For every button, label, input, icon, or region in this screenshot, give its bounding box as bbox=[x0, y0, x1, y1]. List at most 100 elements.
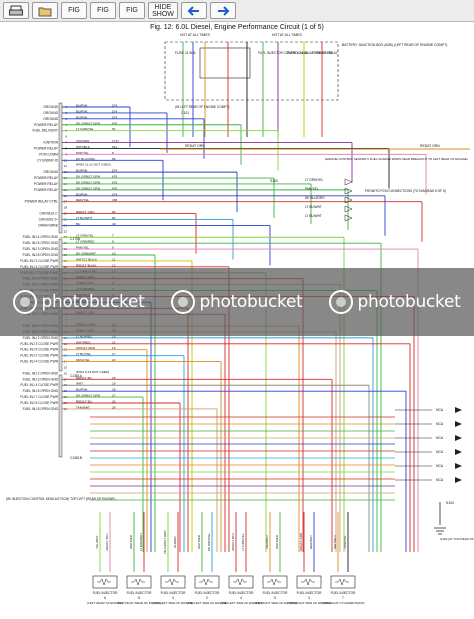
fuel-injector-symbol bbox=[296, 575, 322, 589]
nca-label: NCA bbox=[436, 478, 444, 482]
pin-function-label: FUEL INJ 6 OPEN GND bbox=[23, 389, 59, 393]
injector-location: (TOP RIGHT CYLINDER BANK) bbox=[321, 601, 364, 605]
open-button[interactable] bbox=[32, 2, 58, 19]
arrow-icon bbox=[455, 407, 462, 413]
fig-button-1[interactable]: FIG bbox=[61, 2, 87, 19]
pin-number-label: 18 bbox=[64, 206, 68, 210]
injector-name: 3 bbox=[308, 596, 310, 600]
pin-function-label: DRAIN WIRE bbox=[38, 223, 59, 227]
fig-button-2[interactable]: FIG bbox=[90, 2, 116, 19]
pin-function-label: POWER RELAY CTRL bbox=[25, 200, 59, 204]
pin-function-label: CAN BUS 2- bbox=[39, 212, 58, 216]
pin-function-label: POWER RELAY bbox=[34, 123, 59, 127]
wire-color-label: LT GRN/RED bbox=[76, 240, 95, 244]
wire-color-label: LT BU/YEL bbox=[76, 352, 91, 356]
ground-label: G102 (AT TOP REAR OF RIGHT CYLINDER BANK… bbox=[440, 537, 474, 541]
pin-function-label: FUEL INJ 4 OPEN GND bbox=[23, 235, 59, 239]
relay-box bbox=[199, 47, 251, 79]
arrow-icon bbox=[455, 463, 462, 469]
print-icon bbox=[9, 5, 23, 17]
hide-show-button[interactable]: HIDE SHOW bbox=[148, 2, 178, 19]
signal-arrow bbox=[344, 205, 353, 213]
junction-label: BATTERY JUNCTION BOX (BJB) (LEFT REAR OF… bbox=[342, 43, 447, 47]
print-button[interactable] bbox=[3, 2, 29, 19]
fuel-injector-symbol bbox=[126, 575, 152, 589]
next-button[interactable] bbox=[210, 2, 236, 19]
pin-function-label: GROUND bbox=[43, 170, 58, 174]
pin-number-label: 6 bbox=[65, 135, 67, 139]
injector-wire-label: WHT/RED bbox=[197, 534, 201, 549]
pin-function-label: POWER RELAY bbox=[34, 182, 59, 186]
pin-function-label: FUEL INJ 4 CLOSE PWR bbox=[20, 360, 58, 364]
pin-function-label: GROUND bbox=[43, 117, 58, 121]
injector-wire-label: ORG/YEL bbox=[343, 535, 347, 549]
injector-wire-label: WHT/BLU bbox=[333, 535, 337, 549]
signal-arrow bbox=[344, 214, 353, 222]
circuit-number-label: 574 bbox=[112, 192, 117, 196]
note-label: (ENGINE CONTROL SENSOR 6 FUEL CHARGE WAR… bbox=[325, 157, 468, 161]
circuit-number-label: 10 bbox=[112, 252, 116, 256]
injector-wire-label: RED/BLU bbox=[265, 535, 269, 548]
nca-label: NCA bbox=[436, 422, 444, 426]
circuit-number-label: 20 bbox=[112, 358, 116, 362]
watermark-text: photobucket bbox=[41, 292, 145, 312]
fuel-injector-symbol bbox=[330, 575, 356, 589]
circuit-number-label: 1717 bbox=[112, 139, 119, 143]
pin-function-label: FUEL INJ 8 OPEN GND bbox=[23, 407, 59, 411]
arrow-left-icon bbox=[187, 5, 201, 17]
photobucket-logo-icon bbox=[329, 290, 354, 314]
pin-function-label: FUEL INJ 6 OPEN GND bbox=[23, 241, 59, 245]
coil-icon bbox=[335, 578, 349, 586]
connector-label: C1381A bbox=[70, 374, 83, 378]
pin-function-label: GROUND bbox=[43, 105, 58, 109]
arrow-right-icon bbox=[216, 5, 230, 17]
watermark-item-1: photobucket bbox=[13, 290, 145, 314]
signal-label: PNK/YEL bbox=[305, 187, 319, 191]
arrow-icon bbox=[455, 435, 462, 441]
module-label: FUEL INJECTOR CONTROL MODULE POWER RELAY bbox=[258, 51, 339, 55]
injector-location: (TOP RIGHT SIDE OF ENGINE) bbox=[287, 601, 330, 605]
coil-icon bbox=[97, 578, 111, 586]
pin-function-label: FUEL INJ 3 OPEN GND bbox=[23, 247, 59, 251]
pin-function-label: FUEL INJ 4 CLOSE PWR bbox=[20, 383, 58, 387]
pin-function-label: CAN BUS 2+ bbox=[39, 217, 58, 221]
circuit-number-label: 29 bbox=[112, 382, 116, 386]
photobucket-watermark: photobucket photobucket photobucket bbox=[0, 268, 474, 336]
arrow-icon bbox=[455, 477, 462, 483]
signal-arrow bbox=[344, 178, 353, 186]
wire-color-label: ORG/YEL bbox=[76, 358, 90, 362]
injector-name: 6 bbox=[104, 596, 106, 600]
fuse-label: FUSE 11 50A bbox=[175, 51, 196, 55]
wire-color-label: WHT/LT BU/LK bbox=[76, 257, 98, 261]
nca-label: NCA bbox=[436, 450, 444, 454]
fuel-injector-symbol bbox=[262, 575, 288, 589]
circuit-number-label: 8 bbox=[112, 240, 114, 244]
fuel-injector-symbol bbox=[92, 575, 118, 589]
wire-color-label: VIO/ORG bbox=[76, 139, 90, 143]
injector-name: 8 bbox=[138, 596, 140, 600]
injector-location: (TOP RIGHT SIDE OF ENGINE) bbox=[253, 601, 296, 605]
coil-icon bbox=[233, 578, 247, 586]
injector-name: FUEL INJECTOR bbox=[161, 591, 186, 595]
wire-color-label: PNK/YEL bbox=[76, 151, 89, 155]
injector-name: 7 bbox=[342, 596, 344, 600]
fig-button-3[interactable]: FIG bbox=[119, 2, 145, 19]
battery-junction-box bbox=[164, 41, 339, 101]
wire-color-label: RED/LT BU bbox=[76, 400, 92, 404]
pin-function-label: FUEL INJ 3 OPEN GND bbox=[23, 377, 59, 381]
wire-color-label: BU/PNK bbox=[76, 169, 88, 173]
circuit-number-label: 12 bbox=[112, 263, 116, 267]
pin-function-label: FUEL INJ 2 CLOSE PWR bbox=[20, 354, 58, 358]
circuit-number-label: 11 bbox=[112, 257, 115, 261]
injector-name: FUEL INJECTOR bbox=[229, 591, 254, 595]
wire-color-label: DK GRN/LT GRN bbox=[76, 180, 100, 184]
back-button[interactable] bbox=[181, 2, 207, 19]
circuit-number-label: 28 bbox=[112, 388, 116, 392]
coil-icon bbox=[199, 578, 213, 586]
pcm-connection-label: FROM/TO PCM CONNECTIONS (TO DIAGRAM 5 OF… bbox=[365, 189, 446, 193]
pin-function-label: FUEL INJ 3 CLOSE PWR bbox=[20, 259, 58, 263]
wire-color-label: REDAT GRN bbox=[185, 144, 205, 148]
fuel-injector-symbol bbox=[160, 575, 186, 589]
circuit-number-label: 16 bbox=[112, 346, 116, 350]
injector-location: (TOP LEFT SIDE OF ENGINE) bbox=[186, 601, 227, 605]
